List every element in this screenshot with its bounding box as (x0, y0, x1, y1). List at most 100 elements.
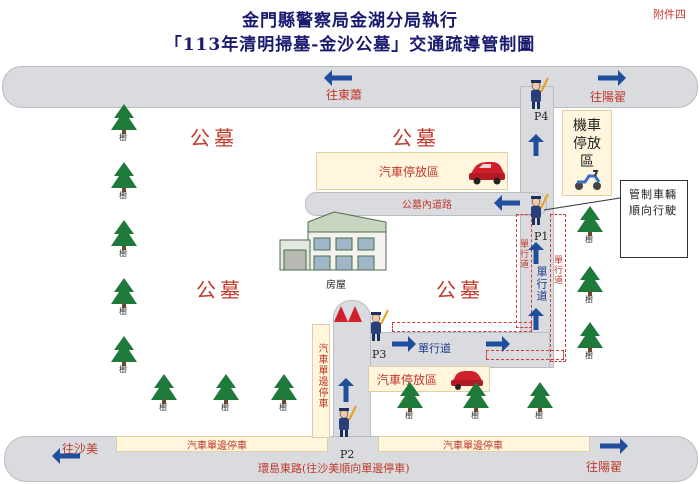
red-dashed-vertical-left: 單行道 (516, 214, 532, 328)
tree-label: 樹 (585, 295, 593, 304)
arrow-one-way-right (486, 336, 510, 352)
arrow-p1-up (528, 242, 544, 264)
control-callout-text: 管制車輛順向行駛 (629, 188, 677, 217)
officer-p1 (531, 193, 549, 225)
tree-icon (577, 206, 603, 236)
officer-p4 (531, 77, 549, 109)
red-dashed-horizontal-top (392, 322, 532, 332)
tree-icon (111, 220, 137, 250)
officer-p2 (339, 405, 357, 437)
car-parking-bottom-label: 汽車停放區 (377, 373, 438, 387)
car-parking-top: 汽車停放區 (316, 152, 508, 190)
arrow-one-way-up (528, 308, 544, 330)
tree-label: 樹 (159, 403, 167, 412)
cemetery-label-1: 公墓 (190, 126, 238, 150)
tree-icon (577, 266, 603, 296)
one-side-parking-left-label: 汽車單邊停車 (187, 441, 247, 452)
title-line-1: 金門縣警察局金湖分局執行 (242, 11, 458, 31)
one-side-parking-left: 汽車單邊停車 (116, 436, 328, 452)
tree-label: 樹 (585, 351, 593, 360)
tree-1: 樹 (110, 162, 138, 202)
tree-9: 樹 (462, 382, 490, 422)
to-yangzhai-bottom-label: 往陽翟 (586, 460, 623, 474)
tree-10: 樹 (526, 382, 554, 422)
arrow-to-shamei (52, 448, 80, 464)
post-p3: P3 (372, 348, 387, 361)
tree-icon (151, 374, 177, 404)
arrow-p2-up (338, 378, 354, 402)
control-callout: 管制車輛順向行駛 (620, 180, 688, 258)
tree-label: 樹 (119, 133, 127, 142)
tree-4: 樹 (110, 336, 138, 376)
red-dashed-label-left: 單行道 (518, 239, 528, 269)
arrow-to-yangzhai-bottom (600, 438, 628, 454)
tree-12: 樹 (576, 266, 604, 306)
one-side-parking-right-label: 汽車單邊停車 (443, 441, 503, 452)
one-side-parking-vertical: 汽車單邊停車 (312, 324, 330, 438)
tree-icon (111, 278, 137, 308)
top-road (2, 66, 698, 108)
moto-parking: 機車停放區 (562, 110, 612, 196)
traffic-cones (334, 306, 362, 322)
tree-label: 樹 (471, 411, 479, 420)
ring-road-label: 環島東路(往沙美順向單邊停車) (258, 462, 410, 475)
tree-icon (397, 382, 423, 412)
one-side-parking-vertical-label: 汽車單邊停車 (316, 343, 327, 409)
arrow-inner-road-left (494, 195, 520, 211)
house-icon (279, 211, 387, 271)
tree-7: 樹 (270, 374, 298, 414)
cemetery-label-4: 公墓 (436, 278, 484, 302)
tree-label: 樹 (585, 235, 593, 244)
tree-icon (111, 336, 137, 366)
tree-label: 樹 (119, 249, 127, 258)
red-dashed-vertical-right: 單行道 (550, 214, 566, 362)
tree-11: 樹 (576, 206, 604, 246)
post-p1: P1 (534, 230, 549, 243)
tree-icon (527, 382, 553, 412)
post-p2: P2 (340, 448, 355, 461)
tree-label: 樹 (279, 403, 287, 412)
tree-label: 樹 (221, 403, 229, 412)
one-way-label-vertical: 單行道 (535, 266, 548, 302)
arrow-p4-up (528, 134, 544, 156)
one-side-parking-right: 汽車單邊停車 (378, 436, 590, 452)
car-icon (469, 162, 505, 185)
arrow-to-yangzhai-top (598, 70, 626, 86)
tree-6: 樹 (212, 374, 240, 414)
attachment-label: 附件四 (653, 8, 686, 21)
car-parking-top-label: 汽車停放區 (379, 165, 440, 179)
tree-icon (577, 322, 603, 352)
tree-label: 樹 (119, 191, 127, 200)
tree-label: 樹 (119, 365, 127, 374)
tree-icon (111, 162, 137, 192)
tree-label: 樹 (405, 411, 413, 420)
moto-parking-label: 機車停放區 (573, 118, 601, 170)
tree-0: 樹 (110, 104, 138, 144)
officer-p3 (371, 309, 389, 341)
tree-3: 樹 (110, 278, 138, 318)
to-yangzhai-top-label: 往陽翟 (590, 90, 627, 104)
tree-label: 樹 (119, 307, 127, 316)
tree-8: 樹 (396, 382, 424, 422)
red-dashed-horizontal-bottom (486, 350, 564, 360)
tree-13: 樹 (576, 322, 604, 362)
callout-pointer (543, 197, 621, 211)
cemetery-label-3: 公墓 (196, 278, 244, 302)
tree-icon (271, 374, 297, 404)
tree-2: 樹 (110, 220, 138, 260)
one-way-label-horizontal: 單行道 (418, 342, 451, 355)
scooter-icon (575, 170, 601, 190)
arrow-to-dongxiao (324, 70, 352, 86)
arrow-p3-right (392, 336, 416, 352)
tree-5: 樹 (150, 374, 178, 414)
inner-road-label: 公墓內道路 (402, 200, 452, 211)
car-parking-bottom: 汽車停放區 (368, 366, 490, 392)
cemetery-label-2: 公墓 (392, 126, 440, 150)
to-shamei-label: 往沙美 (62, 442, 99, 456)
red-dashed-label-right: 單行道 (552, 255, 562, 285)
tree-icon (213, 374, 239, 404)
tree-icon (111, 104, 137, 134)
to-dongxiao-label: 往東蕭 (326, 88, 363, 102)
house-label: 房屋 (326, 280, 346, 291)
